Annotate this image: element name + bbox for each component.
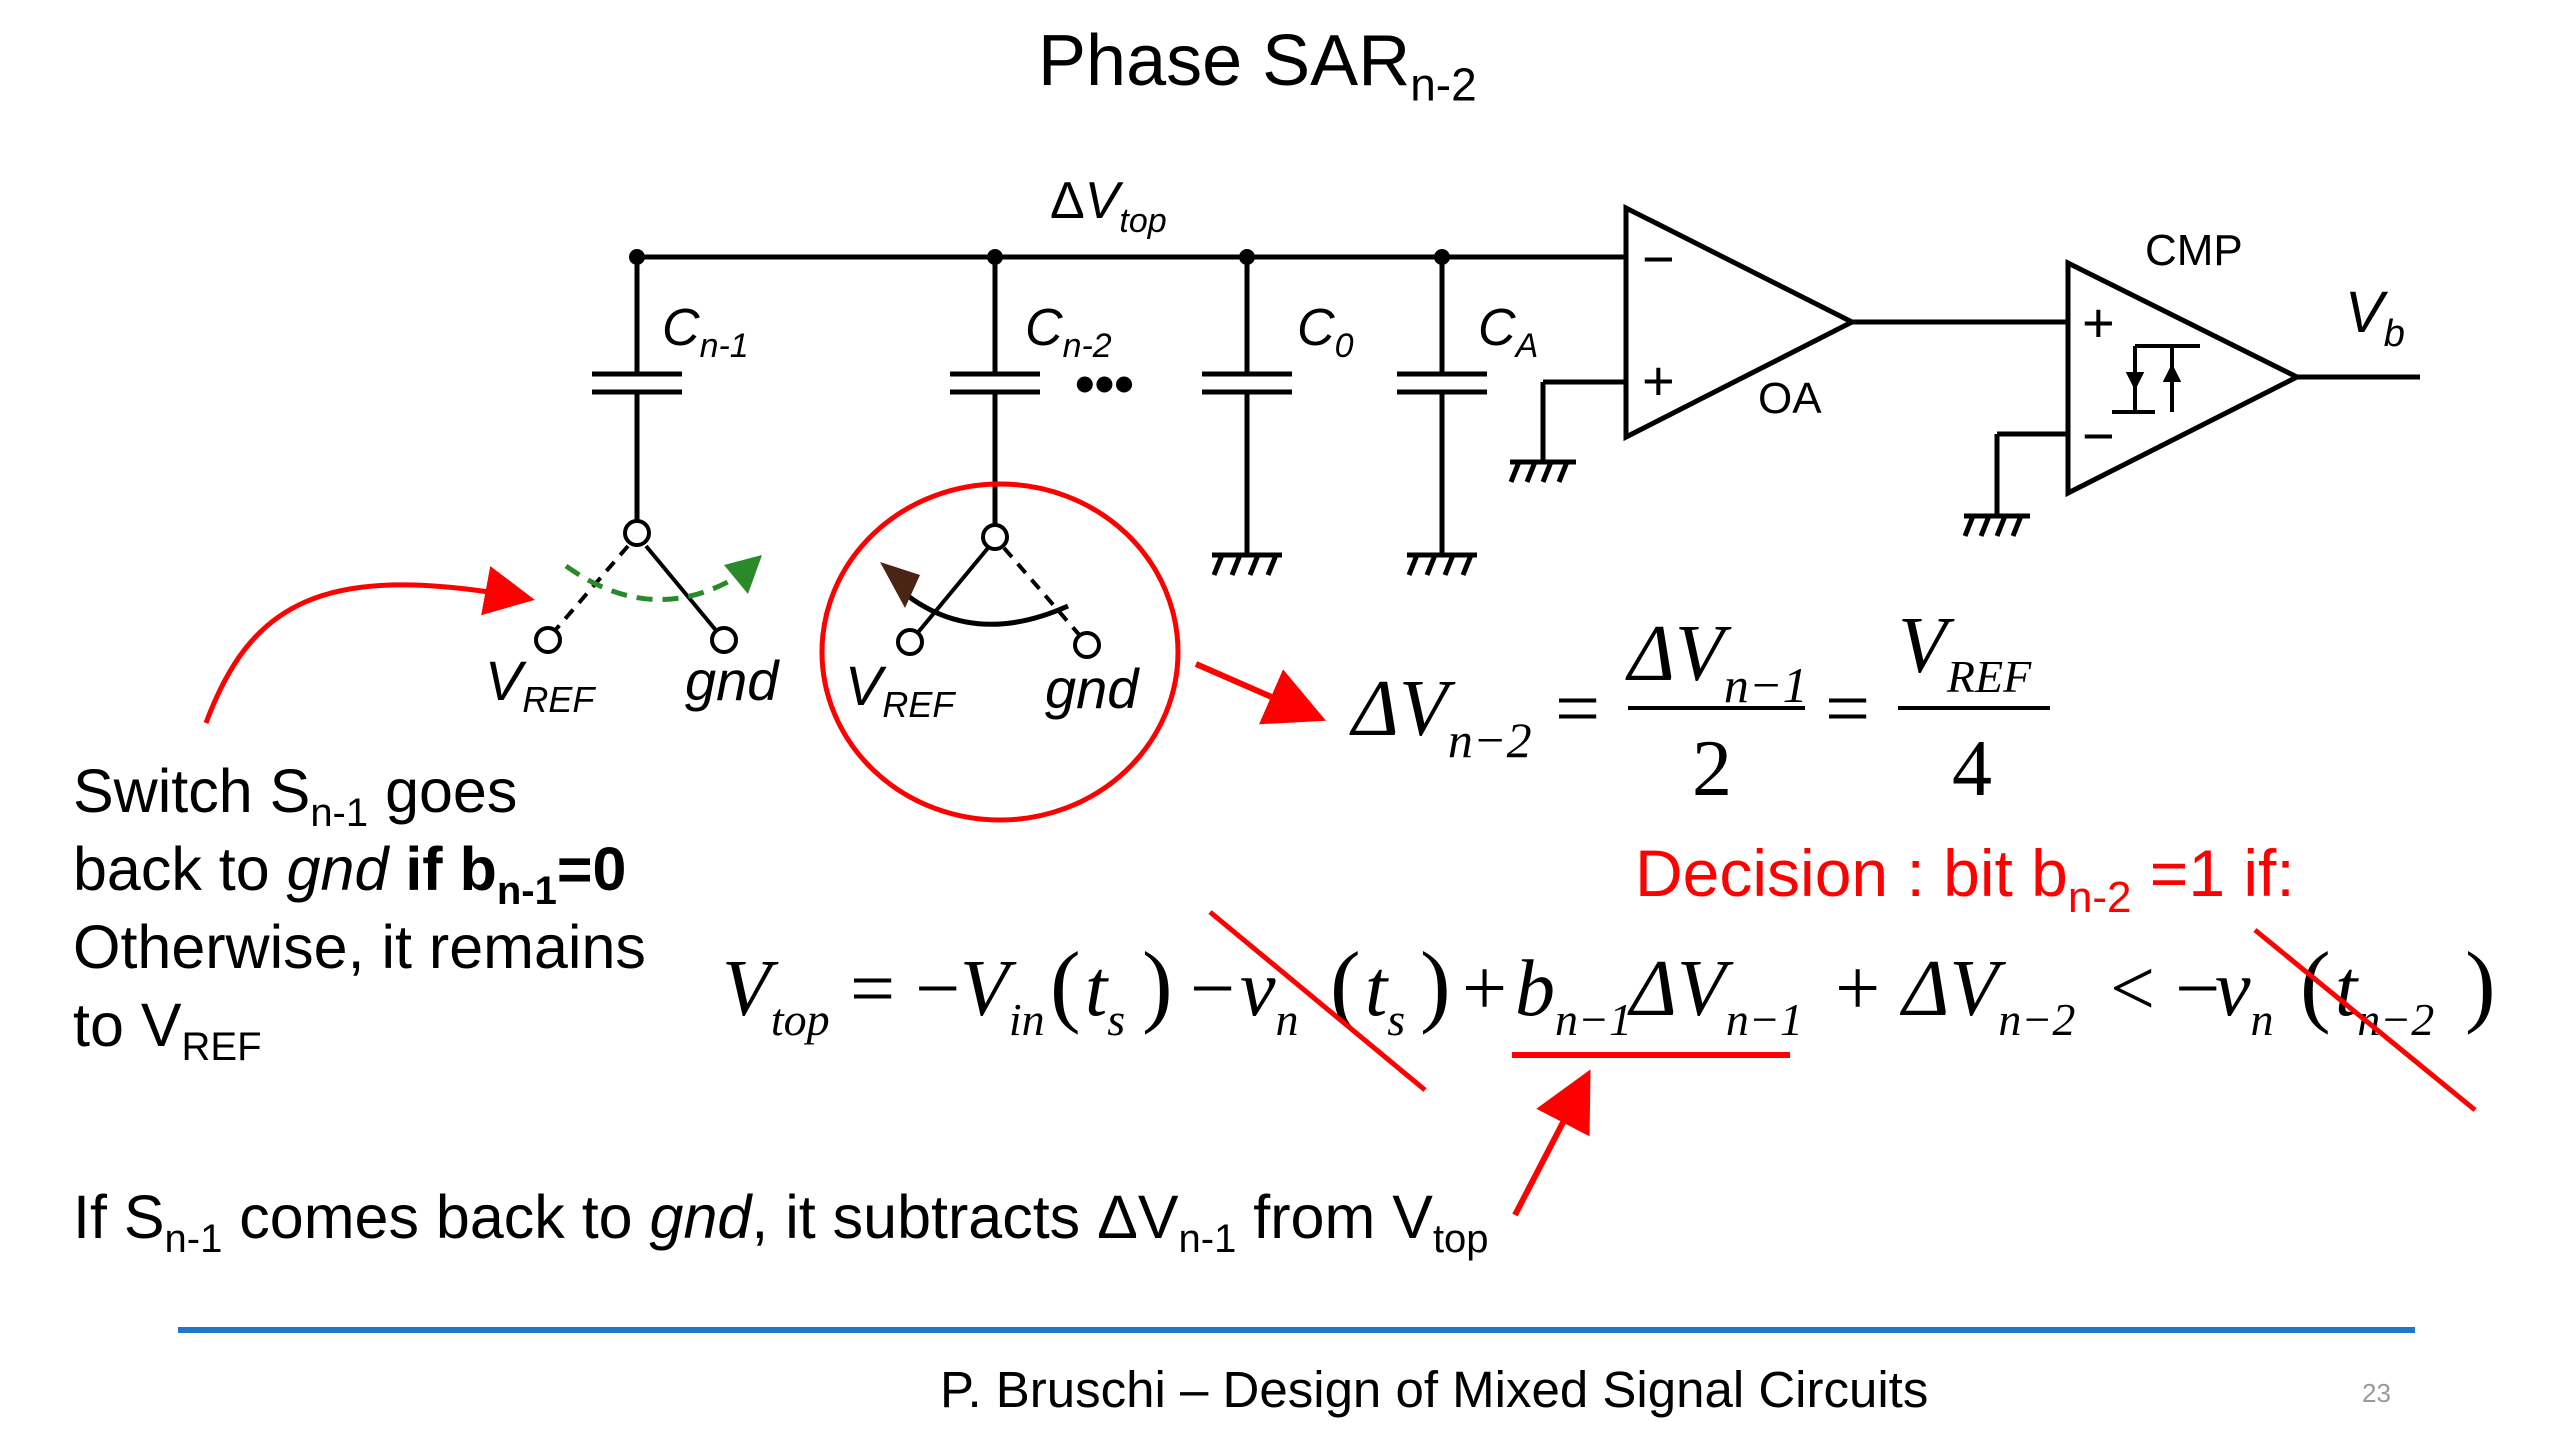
ellipsis: ••• xyxy=(1075,352,1134,415)
switch-note: Switch Sn-1 goes back to gnd if bn-1=0 O… xyxy=(73,752,646,1069)
switch-note-line1: Switch Sn-1 goes xyxy=(73,757,518,835)
svg-text:=: = xyxy=(1555,665,1600,753)
oa-label: OA xyxy=(1758,374,1822,423)
strike-vn-tn2 xyxy=(2253,928,2477,1112)
cmp-plus: + xyxy=(2082,291,2115,354)
svg-text:bn−1: bn−1 xyxy=(1515,945,1632,1045)
switch-note-line3: Otherwise, it remains xyxy=(73,913,646,981)
svg-text:ts: ts xyxy=(1365,945,1405,1045)
cap-cn1-label: Cn-1 xyxy=(662,299,749,365)
svg-text:ΔVn−1: ΔVn−1 xyxy=(1625,610,1808,713)
svg-text:ΔVn−2: ΔVn−2 xyxy=(1349,665,1532,768)
oa-minus: − xyxy=(1642,227,1675,290)
svg-text:(: ( xyxy=(2300,933,2331,1035)
arrow-to-equation xyxy=(1194,661,1326,725)
svg-text:−: − xyxy=(1190,945,1235,1033)
svg-text:< −: < − xyxy=(2110,945,2220,1033)
svg-text:=: = xyxy=(1825,665,1870,753)
svg-text:ts: ts xyxy=(1085,945,1125,1045)
capacitor-c0 xyxy=(1202,257,1292,576)
switch-sn2 xyxy=(896,523,1101,659)
switch-note-line2: back to gnd if bn-1=0 xyxy=(73,835,627,913)
gnd-label-2: gnd xyxy=(1045,657,1140,720)
dv-equation: ΔVn−2 = ΔVn−1 2 = VREF 4 xyxy=(1349,602,2050,813)
svg-text:Vin: Vin xyxy=(960,945,1045,1045)
switch-sn2-arrow xyxy=(896,586,1070,627)
cap-c0-label: C0 xyxy=(1297,299,1354,365)
highlight-circle xyxy=(819,481,1181,823)
subtract-note: If Sn-1 comes back to gnd, it subtracts … xyxy=(73,1183,1489,1261)
switch-sn1-arrow xyxy=(564,563,747,603)
svg-text:VREF: VREF xyxy=(1898,602,2032,702)
capacitor-cn1 xyxy=(592,257,682,522)
svg-text:+: + xyxy=(1462,945,1507,1033)
svg-text:+ ΔVn−2: + ΔVn−2 xyxy=(1830,945,2075,1045)
switch-sn1 xyxy=(534,519,738,654)
oa-plus: + xyxy=(1642,349,1675,412)
svg-text:(: ( xyxy=(1330,933,1361,1035)
strike-vn-ts xyxy=(1208,910,1427,1092)
svg-text:= −: = − xyxy=(850,945,960,1033)
capacitor-ca xyxy=(1397,257,1487,576)
cmp-label: CMP xyxy=(2145,226,2243,275)
title-main: Phase SAR xyxy=(1038,21,1411,101)
vtop-equation: Vtop = − Vin ( ts ) − vn ( ts ) + bn−1 Δ… xyxy=(722,933,2496,1045)
vb-label: Vb xyxy=(2345,280,2405,355)
svg-text:vn: vn xyxy=(2215,945,2274,1045)
decision-text: Decision : bit bn-2 =1 if: xyxy=(1635,836,2295,922)
arrow-to-switch xyxy=(203,566,535,724)
arrow-to-underline xyxy=(1512,1069,1591,1217)
hysteresis-icon xyxy=(2112,344,2200,414)
capacitor-cn2 xyxy=(950,257,1040,524)
slide-title: Phase SARn-2 xyxy=(1038,20,1477,111)
cap-cn2-label: Cn-2 xyxy=(1025,299,1112,365)
svg-text:(: ( xyxy=(1050,933,1081,1035)
svg-text:ΔVn−1: ΔVn−1 xyxy=(1627,945,1803,1045)
gnd-label-1: gnd xyxy=(685,649,780,712)
footer-text: P. Bruschi – Design of Mixed Signal Circ… xyxy=(940,1361,1929,1418)
vref-label-1: VREF xyxy=(485,649,596,720)
comparator xyxy=(1962,258,2420,537)
dv-top-label: ΔVtop xyxy=(1050,172,1167,240)
slide-number: 23 xyxy=(2362,1378,2391,1408)
svg-text:tn−2: tn−2 xyxy=(2335,945,2434,1045)
vref-label-2: VREF xyxy=(845,654,956,725)
svg-text:): ) xyxy=(2465,933,2496,1035)
svg-text:4: 4 xyxy=(1952,725,1992,813)
svg-text:): ) xyxy=(1142,933,1173,1035)
cap-ca-label: CA xyxy=(1478,299,1538,365)
switch-note-line4: to VREF xyxy=(73,991,262,1069)
op-amp xyxy=(1508,203,2068,483)
title-subscript: n-2 xyxy=(1410,58,1477,111)
svg-text:): ) xyxy=(1420,933,1451,1035)
cmp-minus: − xyxy=(2082,404,2115,467)
svg-text:Vtop: Vtop xyxy=(722,945,830,1045)
svg-text:2: 2 xyxy=(1692,725,1732,813)
